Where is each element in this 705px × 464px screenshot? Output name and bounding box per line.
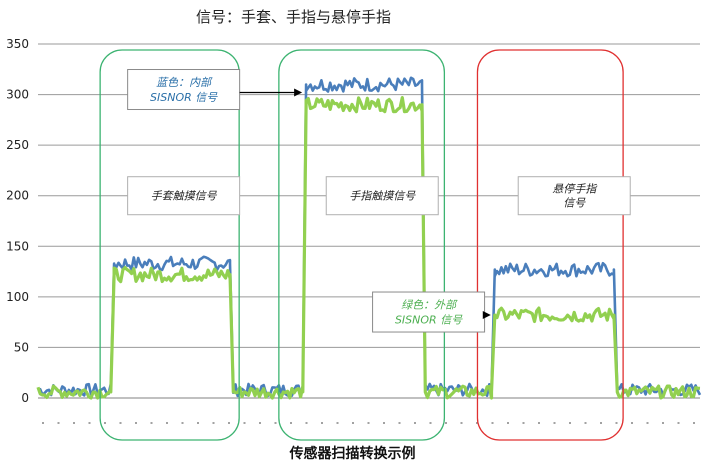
- y-tick-label: 250: [6, 138, 29, 152]
- callout-arrow-head: [482, 311, 491, 320]
- chart-title: 信号：手套、手指与悬停手指: [196, 8, 392, 26]
- region-box: [99, 49, 240, 441]
- y-tick-label: 50: [14, 340, 29, 354]
- region-label-box: [325, 176, 439, 216]
- series-line: [36, 96, 701, 400]
- callout-label: SISNOR 信号: [395, 314, 463, 327]
- region-label-box: [127, 176, 241, 216]
- series-line: [37, 76, 702, 398]
- y-tick-label: 0: [21, 391, 29, 405]
- chart-caption: 传感器扫描转换示例: [289, 446, 416, 462]
- callout-box: [127, 69, 241, 111]
- region-label: 信号: [563, 197, 586, 210]
- region-boxes: [99, 49, 624, 441]
- callout-label: 蓝色：内部: [156, 76, 213, 89]
- y-tick-label: 200: [6, 189, 29, 203]
- callout-label: 绿色：外部: [401, 299, 458, 312]
- region-label-box: [517, 176, 631, 216]
- region-label: 悬停手指: [552, 183, 598, 196]
- y-tick-label: 350: [6, 37, 29, 51]
- region-label: 手套触摸信号: [151, 190, 218, 203]
- region-box: [278, 49, 446, 441]
- callout-label: SISNOR 信号: [150, 91, 218, 104]
- series-lines: [36, 76, 702, 400]
- region-label: 手指触摸信号: [349, 190, 416, 203]
- y-axis-ticks: 0 50 100 150 200 250 300 350: [6, 37, 29, 405]
- y-tick-label: 150: [6, 239, 29, 253]
- callout-arrow-head: [294, 88, 303, 97]
- region-box: [476, 49, 624, 441]
- y-tick-label: 300: [6, 88, 29, 102]
- y-tick-label: 100: [6, 290, 29, 304]
- callout-box: [372, 291, 486, 333]
